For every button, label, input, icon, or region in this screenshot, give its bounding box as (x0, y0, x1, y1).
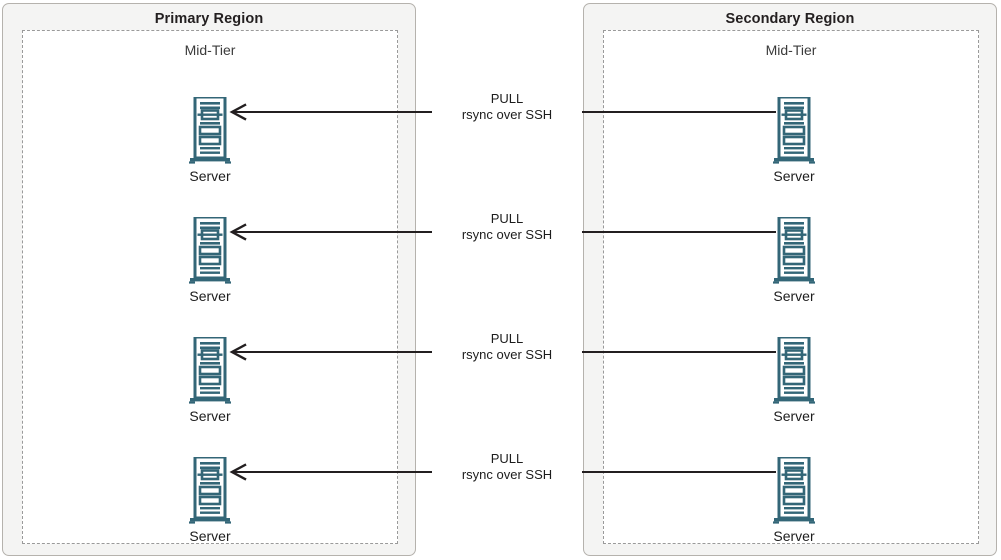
connector-label-line1: PULL (490, 331, 524, 346)
connector-label-line2: rsync over SSH (461, 467, 553, 482)
tier-box-primary-mid-tier: Mid-Tier (22, 30, 398, 544)
connector-label-line2: rsync over SSH (461, 107, 553, 122)
connector-label-line2: rsync over SSH (461, 227, 553, 242)
server-node-label: Server (189, 288, 231, 304)
server-node-secondary-1[interactable]: Server (739, 95, 849, 185)
server-node-primary-3[interactable]: Server (155, 335, 265, 425)
server-node-primary-1[interactable]: Server (155, 95, 265, 185)
server-node-secondary-3[interactable]: Server (739, 335, 849, 425)
server-icon (188, 215, 232, 285)
server-node-label: Server (773, 408, 815, 424)
server-icon (772, 95, 816, 165)
tier-title-primary: Mid-Tier (184, 42, 236, 58)
server-node-label: Server (773, 528, 815, 544)
region-panel-primary: Primary Region Mid-Tier (2, 3, 416, 556)
server-node-label: Server (189, 168, 231, 184)
server-node-label: Server (189, 528, 231, 544)
tier-box-secondary-mid-tier: Mid-Tier (603, 30, 979, 544)
connector-label-4: PULL rsync over SSH (432, 451, 582, 483)
server-node-secondary-4[interactable]: Server (739, 455, 849, 545)
server-icon (188, 335, 232, 405)
region-panel-secondary: Secondary Region Mid-Tier (583, 3, 997, 556)
server-node-label: Server (773, 168, 815, 184)
server-icon (772, 215, 816, 285)
connector-label-line1: PULL (490, 451, 524, 466)
server-icon (188, 455, 232, 525)
server-node-primary-2[interactable]: Server (155, 215, 265, 305)
connector-label-line1: PULL (490, 211, 524, 226)
server-node-label: Server (773, 288, 815, 304)
server-node-primary-4[interactable]: Server (155, 455, 265, 545)
tier-title-secondary: Mid-Tier (765, 42, 817, 58)
server-node-label: Server (189, 408, 231, 424)
connector-label-line2: rsync over SSH (461, 347, 553, 362)
connector-label-1: PULL rsync over SSH (432, 91, 582, 123)
connector-label-2: PULL rsync over SSH (432, 211, 582, 243)
connector-label-3: PULL rsync over SSH (432, 331, 582, 363)
server-icon (188, 95, 232, 165)
server-icon (772, 455, 816, 525)
region-title-secondary: Secondary Region (725, 11, 855, 27)
server-node-secondary-2[interactable]: Server (739, 215, 849, 305)
connector-label-line1: PULL (490, 91, 524, 106)
server-icon (772, 335, 816, 405)
region-title-primary: Primary Region (154, 11, 264, 27)
